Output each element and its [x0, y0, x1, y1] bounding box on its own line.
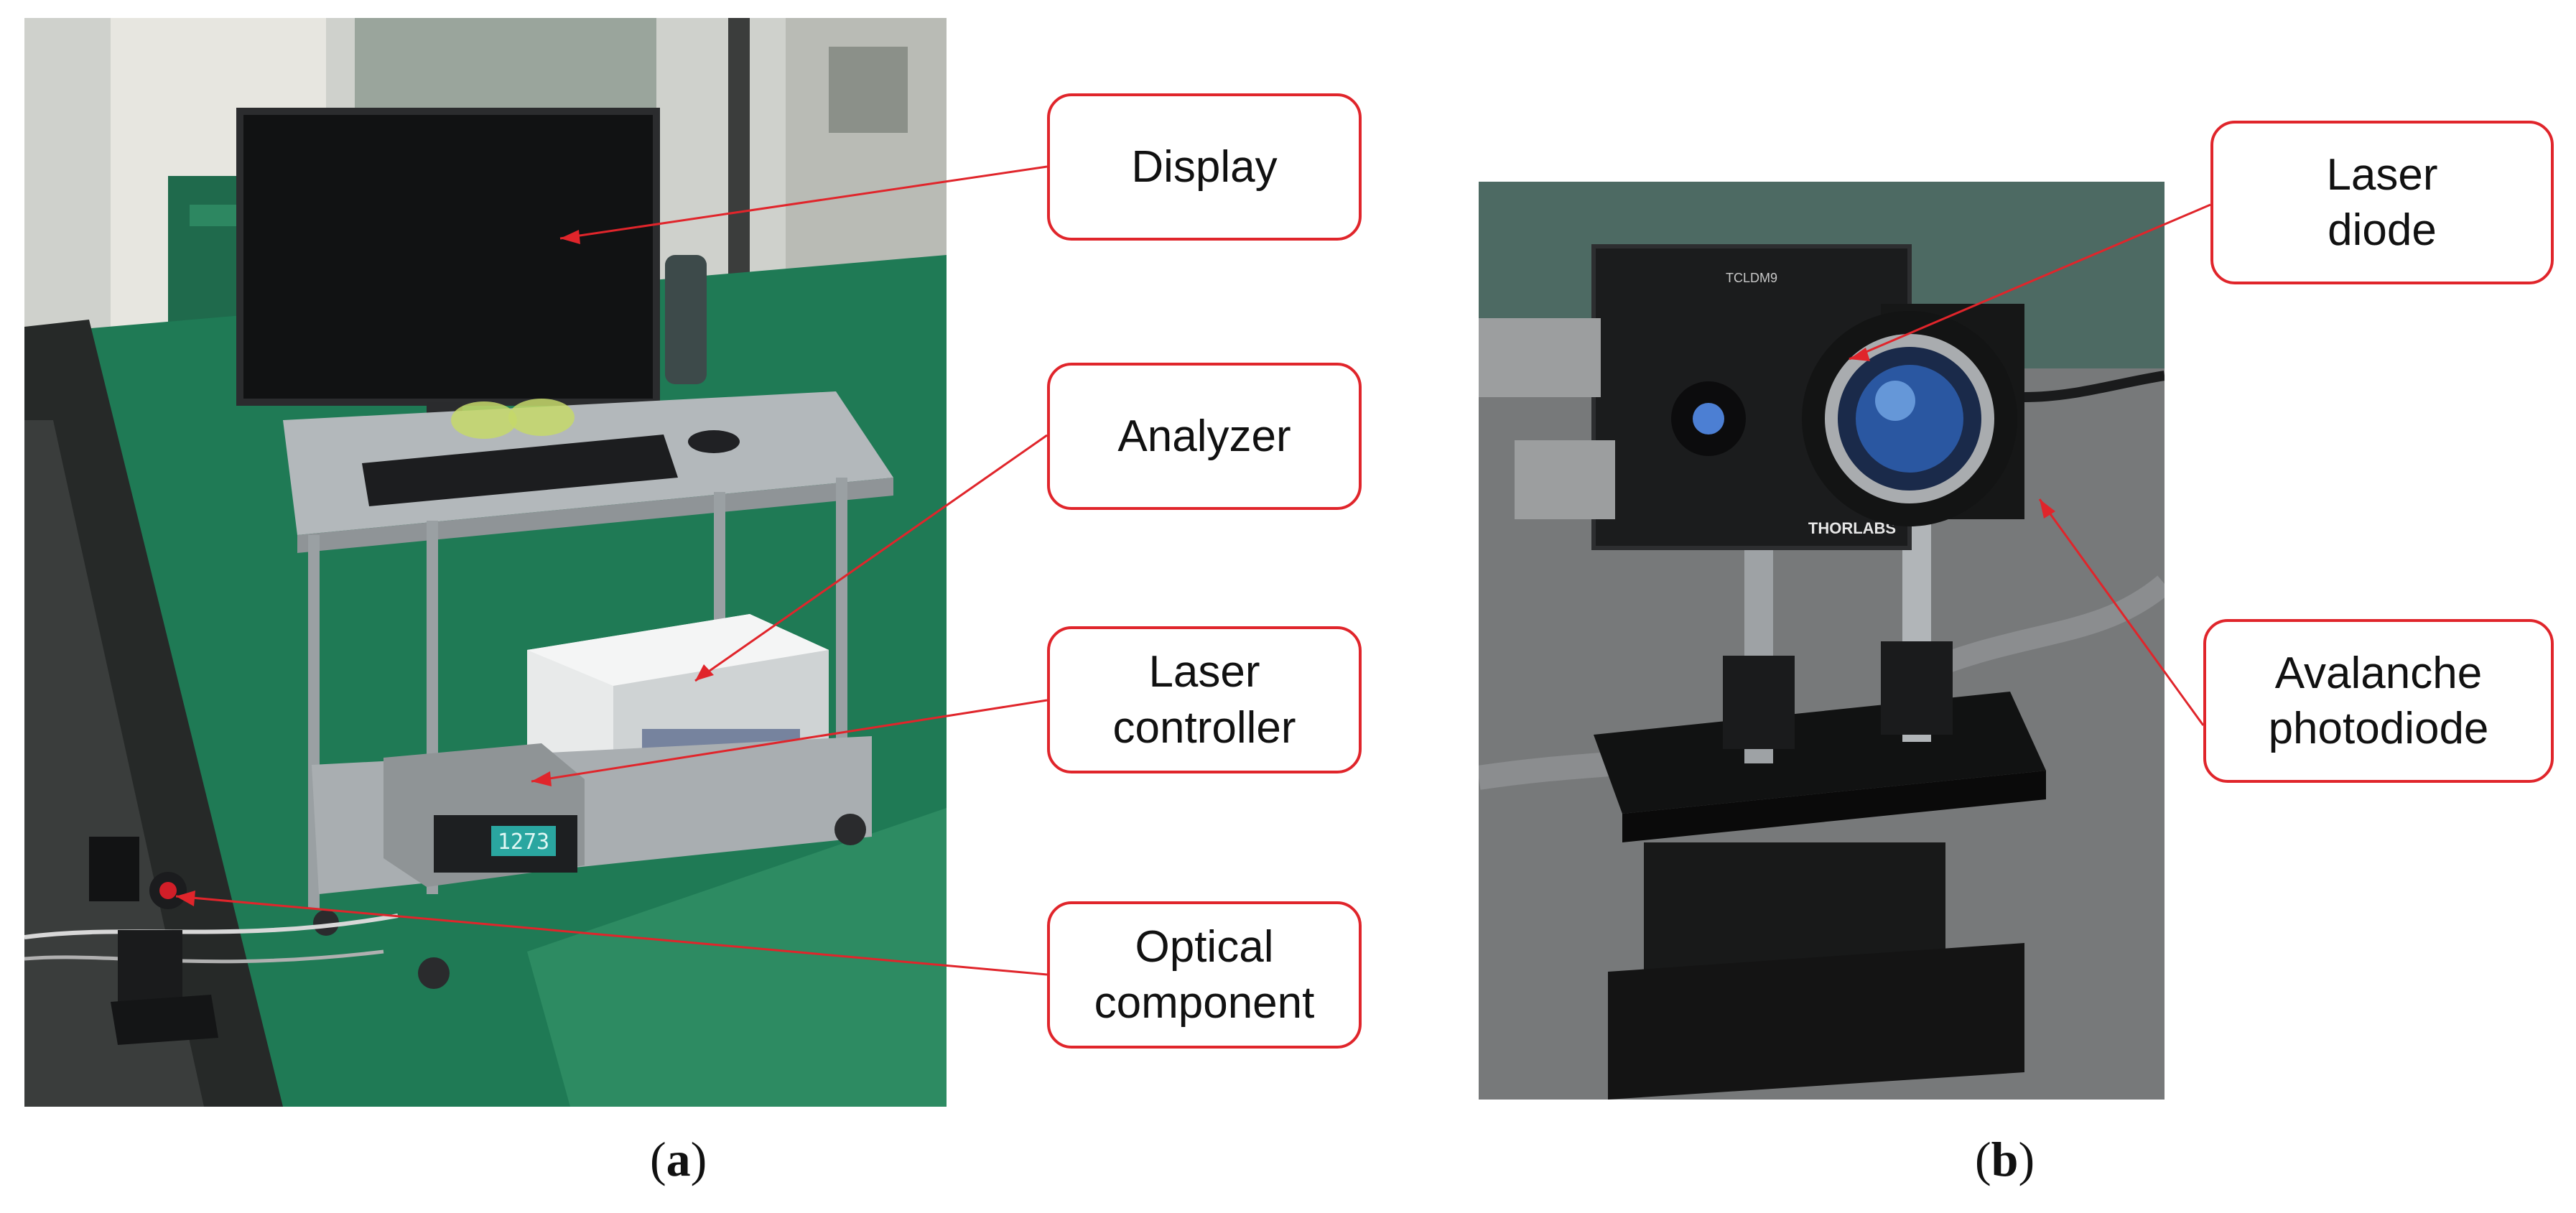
- callout-optical-component-label: Optical component: [1094, 922, 1315, 1028]
- callout-laser-diode-label: Laser diode: [2326, 149, 2438, 256]
- bottle: [665, 255, 707, 384]
- mouse: [688, 430, 740, 453]
- caption-b: (b): [1975, 1131, 2035, 1188]
- callout-analyzer-label: Analyzer: [1117, 411, 1291, 461]
- caption-b-open: (: [1975, 1132, 1991, 1186]
- connector-top: [1479, 318, 1601, 397]
- photo-optical-component: TCLDM9 THORLABS: [1479, 182, 2165, 1100]
- callout-optical-component: Optical component: [1047, 901, 1362, 1049]
- photo-lab-setup: 1273: [24, 18, 947, 1107]
- callout-avalanche-photodiode-label: Avalanche photodiode: [2268, 648, 2489, 754]
- callout-display: Display: [1047, 93, 1362, 241]
- caption-b-close: ): [2018, 1132, 2035, 1186]
- optical-component: [89, 837, 139, 901]
- callout-laser-controller: Laser controller: [1047, 626, 1362, 773]
- controller-readout: 1273: [498, 829, 549, 855]
- caption-a-open: (: [650, 1132, 666, 1186]
- callout-laser-controller-label: Laser controller: [1112, 647, 1296, 753]
- callout-analyzer: Analyzer: [1047, 363, 1362, 510]
- caption-a-close: ): [690, 1132, 707, 1186]
- laser-diode: [1693, 403, 1724, 434]
- caption-a-letter: a: [666, 1132, 691, 1186]
- lab-setup-illustration: 1273: [24, 18, 947, 1107]
- caption-b-letter: b: [1991, 1132, 2019, 1186]
- optical-component-illustration: TCLDM9 THORLABS: [1479, 182, 2165, 1100]
- keyboard: [362, 434, 678, 506]
- callout-avalanche-photodiode: Avalanche photodiode: [2203, 619, 2554, 783]
- callout-laser-diode: Laser diode: [2210, 121, 2554, 284]
- callout-display-label: Display: [1131, 141, 1278, 192]
- connector-bottom: [1515, 440, 1615, 519]
- display-monitor: [236, 108, 660, 406]
- mount-label: TCLDM9: [1726, 271, 1777, 285]
- caption-a: (a): [650, 1131, 707, 1188]
